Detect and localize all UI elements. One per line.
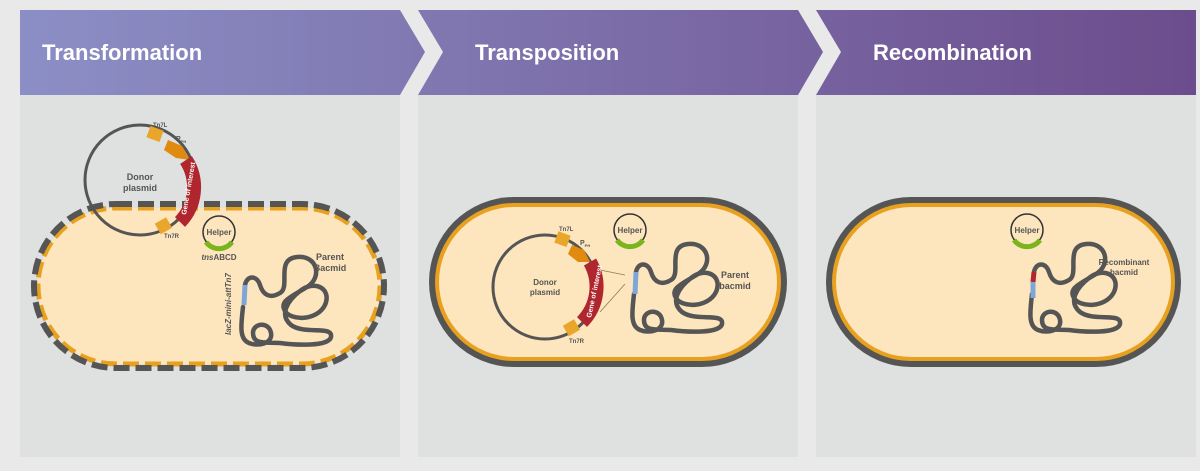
tn7l-label: Tn7L <box>153 123 168 129</box>
step-title: Transposition <box>475 40 620 65</box>
parent-label-1b: Parent <box>721 270 749 280</box>
cell-recombination <box>826 197 1181 367</box>
step-arrow-recombination <box>816 10 1196 95</box>
helper-plasmid-2 <box>613 213 647 250</box>
tn7r-label-2: Tn7R <box>569 339 585 345</box>
parent-bacmid-2 <box>632 244 722 332</box>
tn7l-label-2: Tn7L <box>559 227 574 233</box>
promoter-label-2: PPH <box>580 240 590 248</box>
att-site-label: lacZ-mini-attTn7 <box>224 273 233 335</box>
parent-bacmid <box>241 257 331 345</box>
step-transposition: Transposition <box>453 10 798 95</box>
step-arrow-transposition <box>418 10 823 95</box>
step-title: Transformation <box>42 40 203 65</box>
donor-plasmid <box>83 123 202 237</box>
step-recombination: Recombination <box>851 10 1196 95</box>
step-title: Recombination <box>873 40 1032 65</box>
recombinant-bacmid <box>1030 244 1120 332</box>
parent-label-1: Parent <box>316 252 344 262</box>
tn7r-label: Tn7R <box>164 234 180 240</box>
tnsabcd-label: tnsABCD <box>201 253 236 262</box>
donor-label-1b: Donor <box>533 278 557 287</box>
recombinant-label-2: bacmid <box>1110 268 1138 277</box>
promoter-label: PPH <box>176 136 186 144</box>
parent-label-2: Bacmid <box>314 263 347 273</box>
donor-plasmid-2 <box>491 231 626 341</box>
helper-label-3: Helper <box>1015 226 1040 235</box>
helper-label-2: Helper <box>618 226 643 235</box>
donor-label-2: plasmid <box>123 183 157 193</box>
step-transformation: Transformation <box>20 10 400 95</box>
step-arrow-transformation <box>20 10 425 95</box>
recombinant-label-1: Recombinant <box>1099 258 1150 267</box>
parent-label-2b: bacmid <box>719 281 751 291</box>
helper-plasmid-3 <box>1010 213 1044 250</box>
helper-plasmid <box>202 215 236 252</box>
donor-label-2b: plasmid <box>530 288 560 297</box>
donor-label-1: Donor <box>127 172 154 182</box>
helper-label: Helper <box>207 228 232 237</box>
